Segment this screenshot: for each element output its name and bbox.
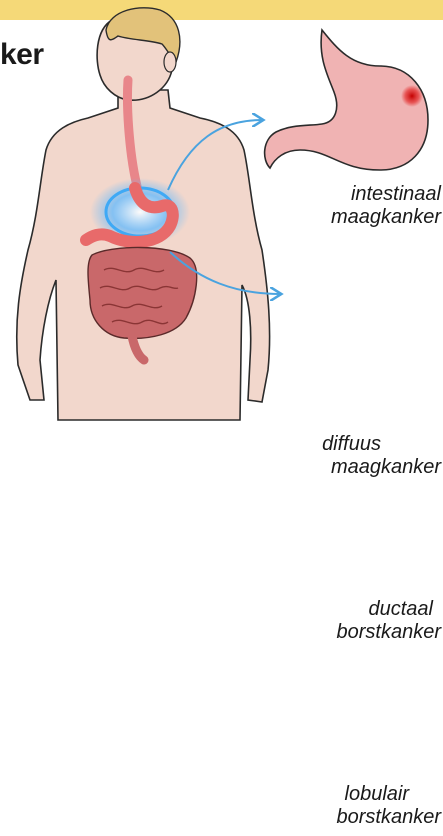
label-lobular-line1: lobulair — [271, 783, 441, 806]
label-intestinal-line1: intestinaal — [271, 183, 441, 206]
label-ductal-line2: borstkanker — [271, 621, 441, 644]
label-diffuse-line1: diffuus — [271, 433, 441, 456]
label-ductal-line1: ductaal — [271, 598, 441, 621]
label-diffuse-line2: maagkanker — [271, 456, 441, 479]
ear — [164, 52, 176, 72]
label-intestinal-line2: maagkanker — [271, 206, 441, 229]
stomach-intestinal — [265, 30, 428, 170]
label-lobular: lobulair borstkanker — [271, 783, 441, 829]
label-ductal: ductaal borstkanker — [271, 598, 441, 644]
label-intestinal: intestinaal maagkanker — [271, 183, 441, 229]
label-diffuse: diffuus maagkanker — [271, 433, 441, 479]
label-lobular-line2: borstkanker — [271, 806, 441, 829]
human-torso — [17, 8, 270, 420]
